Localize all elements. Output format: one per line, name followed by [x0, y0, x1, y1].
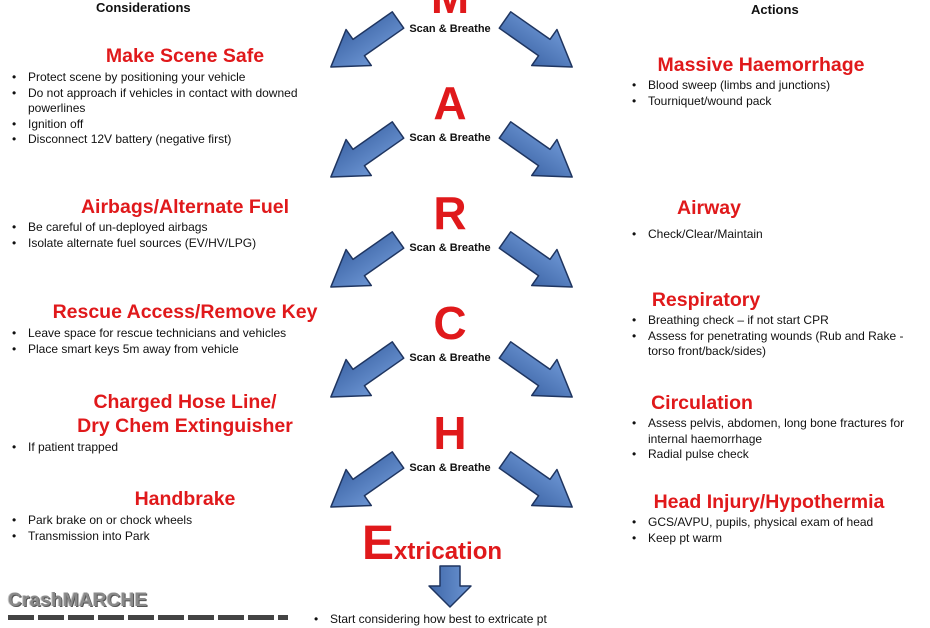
left-list-1: Protect scene by positioning your vehicl… — [8, 70, 338, 148]
left-title-rescue-access: Rescue Access/Remove Key — [52, 301, 318, 323]
left-title-airbags: Airbags/Alternate Fuel — [80, 196, 290, 218]
letter-r: R — [433, 187, 467, 239]
right-title-head-injury: Head Injury/Hypothermia — [653, 491, 885, 513]
left-title-hose-line-2: Dry Chem Extinguisher — [77, 415, 293, 437]
list-item: Be careful of un-deployed airbags — [8, 220, 338, 236]
right-list-3: Breathing check – if not start CPR Asses… — [628, 313, 918, 360]
right-list-2: Check/Clear/Maintain — [628, 227, 918, 243]
considerations-header: Considerations — [96, 0, 191, 15]
extrication-title: Extrication — [362, 520, 502, 568]
extrication-rest: xtrication — [394, 538, 503, 565]
arrow-right-5-icon — [491, 441, 586, 526]
list-item: Leave space for rescue technicians and v… — [8, 326, 338, 342]
list-item: Tourniquet/wound pack — [628, 94, 918, 110]
scan-label-4: Scan & Breathe — [409, 352, 491, 364]
arrow-right-2-icon — [491, 111, 586, 196]
list-item: Place smart keys 5m away from vehicle — [8, 342, 338, 358]
arrow-right-1-icon — [491, 1, 586, 86]
crashmarche-logo: CrashMARCHE — [8, 590, 148, 611]
scan-label-2: Scan & Breathe — [409, 132, 491, 144]
list-item: Assess pelvis, abdomen, long bone fractu… — [628, 416, 918, 447]
letter-h: H — [433, 407, 467, 459]
letter-m: M — [410, 0, 490, 20]
arrow-down-icon — [428, 565, 472, 608]
left-list-4: If patient trapped — [8, 440, 338, 456]
actions-header: Actions — [751, 2, 799, 17]
right-title-circulation: Circulation — [651, 392, 753, 414]
scan-label-1: Scan & Breathe — [409, 23, 491, 35]
right-title-massive-haemorrhage: Massive Haemorrhage — [657, 54, 865, 76]
list-item: Transmission into Park — [8, 529, 338, 545]
list-item: Check/Clear/Maintain — [628, 227, 918, 243]
extrication-big-letter: E — [362, 517, 395, 570]
left-title-hose-line-1: Charged Hose Line/ — [93, 391, 277, 413]
left-list-5: Park brake on or chock wheels Transmissi… — [8, 513, 338, 544]
list-item: Keep pt warm — [628, 531, 918, 547]
list-item: Protect scene by positioning your vehicl… — [8, 70, 338, 86]
list-item: Do not approach if vehicles in contact w… — [8, 86, 338, 117]
letter-a: A — [433, 77, 467, 129]
left-list-3: Leave space for rescue technicians and v… — [8, 326, 338, 357]
list-item: Blood sweep (limbs and junctions) — [628, 78, 918, 94]
list-item: Disconnect 12V battery (negative first) — [8, 132, 338, 148]
list-item: Park brake on or chock wheels — [8, 513, 338, 529]
right-list-1: Blood sweep (limbs and junctions) Tourni… — [628, 78, 918, 109]
scan-label-3: Scan & Breathe — [409, 242, 491, 254]
right-list-4: Assess pelvis, abdomen, long bone fractu… — [628, 416, 918, 463]
list-item: If patient trapped — [8, 440, 338, 456]
letter-c: C — [433, 297, 467, 349]
right-title-respiratory: Respiratory — [651, 289, 761, 311]
left-title-make-scene-safe: Make Scene Safe — [105, 45, 265, 67]
list-item: Radial pulse check — [628, 447, 918, 463]
right-list-5: GCS/AVPU, pupils, physical exam of head … — [628, 515, 918, 546]
left-title-handbrake: Handbrake — [134, 488, 236, 510]
list-item: Ignition off — [8, 117, 338, 133]
list-item: Breathing check – if not start CPR — [628, 313, 918, 329]
list-item: Assess for penetrating wounds (Rub and R… — [628, 329, 918, 360]
scan-label-5: Scan & Breathe — [409, 462, 491, 474]
cut-off-text-line — [8, 615, 288, 620]
left-list-2: Be careful of un-deployed airbags Isolat… — [8, 220, 338, 251]
list-item: GCS/AVPU, pupils, physical exam of head — [628, 515, 918, 531]
list-item: Isolate alternate fuel sources (EV/HV/LP… — [8, 236, 338, 252]
right-title-airway: Airway — [677, 197, 741, 219]
